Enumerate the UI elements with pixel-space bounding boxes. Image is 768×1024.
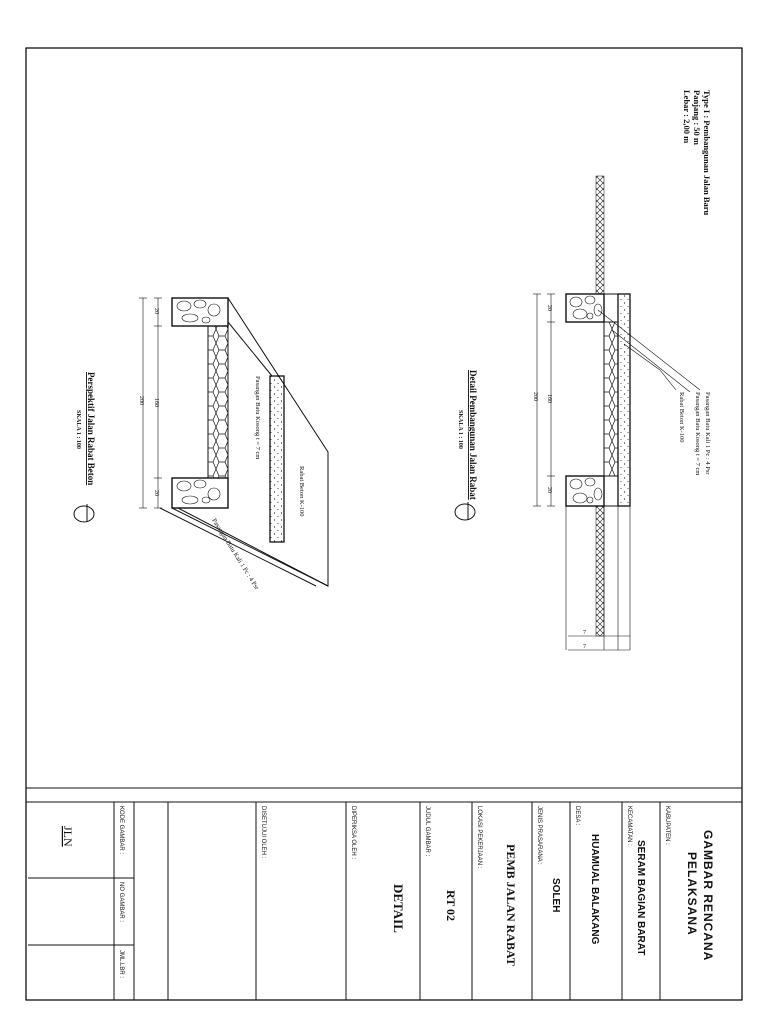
- title-line-2: PELAKSANA: [685, 852, 699, 936]
- no-gambar-label: NO GAMBAR :: [118, 882, 124, 922]
- title-block-grid: [28, 802, 743, 1000]
- jml-lbr-label: JML.LBR :: [118, 950, 124, 978]
- perspective-dim-end-top: 20: [153, 308, 159, 314]
- perspective-dim-total: 200: [138, 396, 144, 405]
- project-notes: Type I : Pembangunan Jalan Baru Panjang …: [682, 90, 712, 216]
- label-rabat-beton: Rabat Beton K-100: [678, 392, 685, 443]
- disetujui-label: DISETUJUI OLEH :: [260, 806, 266, 859]
- label-pasangan-batu-kosong: Pasangan Batu Kosong t = 7 cm: [694, 392, 701, 475]
- lokasi-value: RT 02: [444, 890, 458, 921]
- lokasi-label: LOKASI PEKERJAAN :: [476, 806, 482, 869]
- perspective-label-rabat-beton: Rabat Beton K-100: [298, 466, 305, 517]
- leader-lines: [597, 309, 701, 393]
- soil-hatch-top: [595, 175, 605, 295]
- title-line-1: GAMBAR RENCANA: [701, 830, 715, 961]
- kode-gambar-label: KODE GAMBAR :: [118, 806, 124, 854]
- title-block: GAMBAR RENCANA PELAKSANA KABUPATEN : SER…: [61, 806, 715, 978]
- perspective-drawing: 200 160 20 20 Pasangan Batu Kosong t = 7…: [73, 297, 329, 592]
- dim-end-bottom: 20: [546, 487, 552, 493]
- dimension-lines: [533, 293, 555, 507]
- kabupaten-value: SERAM BAGIAN BARAT: [635, 840, 646, 955]
- dim-bottom-a: 7: [583, 630, 586, 636]
- kabupaten-label: KABUPATEN :: [664, 806, 670, 845]
- sheet-border: [25, 47, 743, 1001]
- base-layer-hex: [603, 321, 619, 477]
- kode-gambar-value: JLN: [61, 826, 75, 847]
- soil-hatch-bottom: [595, 505, 605, 637]
- detail-title-circle: [454, 503, 476, 521]
- jenis-prasarana-value: PEMB JALAN RABAT: [504, 844, 518, 966]
- judul-value: DETAIL: [391, 884, 406, 933]
- perspective-hex-layer: [207, 325, 229, 479]
- perspective-curb-top-stones: [176, 299, 221, 324]
- dim-bottom-b: 7: [583, 644, 586, 650]
- curb-bottom-stones: [569, 477, 603, 504]
- guide-lines: [565, 506, 631, 651]
- perspective-dim-middle: 160: [153, 398, 159, 407]
- note-type: Type I : Pembangunan Jalan Baru: [702, 90, 712, 216]
- label-pasangan-batu-kali: Pasangan Batu Kali 1 Pc : 4 Psr: [704, 392, 711, 475]
- detail-drawing-scale: SKALA 1 : 100: [457, 410, 463, 449]
- desa-label: DESA :: [574, 806, 580, 826]
- dim-total: 200: [532, 392, 538, 401]
- desa-value: SOLEH: [550, 878, 561, 912]
- detail-cross-section: 7 7 200 160 20 20 Pasangan Batu Kal: [454, 175, 711, 651]
- perspective-curb-bottom-stones: [176, 479, 221, 505]
- concrete-slab: [617, 293, 631, 507]
- diperiksa-label: DIPERIKSA OLEH :: [350, 806, 356, 859]
- note-lebar: Lebar : 2,00 m: [682, 90, 692, 143]
- perspective-dimension-lines: [139, 297, 162, 509]
- dim-middle: 160: [546, 394, 552, 403]
- perspective-dim-end-bottom: 20: [153, 490, 159, 496]
- dim-end-top: 20: [546, 305, 552, 311]
- perspective-title-circle: [73, 505, 95, 523]
- perspective-curb-top: [171, 297, 229, 327]
- note-panjang: Panjang : 50 m: [692, 90, 702, 145]
- perspective-curb-bottom: [171, 477, 229, 509]
- perspective-drawing-title: Perspektif Jalan Rabat Beton: [86, 372, 96, 485]
- kecamatan-value: HUAMUAL BALAKANG: [589, 834, 600, 945]
- curb-top-stones: [569, 295, 603, 320]
- perspective-drawing-scale: SKALA 1 : 100: [75, 410, 81, 449]
- detail-drawing-title: Detail Pembangunan Jalan Rabat: [468, 370, 478, 500]
- kecamatan-label: KECAMATAN :: [626, 806, 632, 846]
- perspective-concrete-slab: [269, 375, 285, 543]
- perspective-label-batu-kosong: Pasangan Batu Kosong t = 7 cm: [254, 376, 261, 459]
- perspective-outline: [177, 297, 329, 587]
- judul-label: JUDUL GAMBAR :: [424, 806, 430, 856]
- jenis-prasarana-label: JENIS PRASARANA :: [536, 806, 542, 865]
